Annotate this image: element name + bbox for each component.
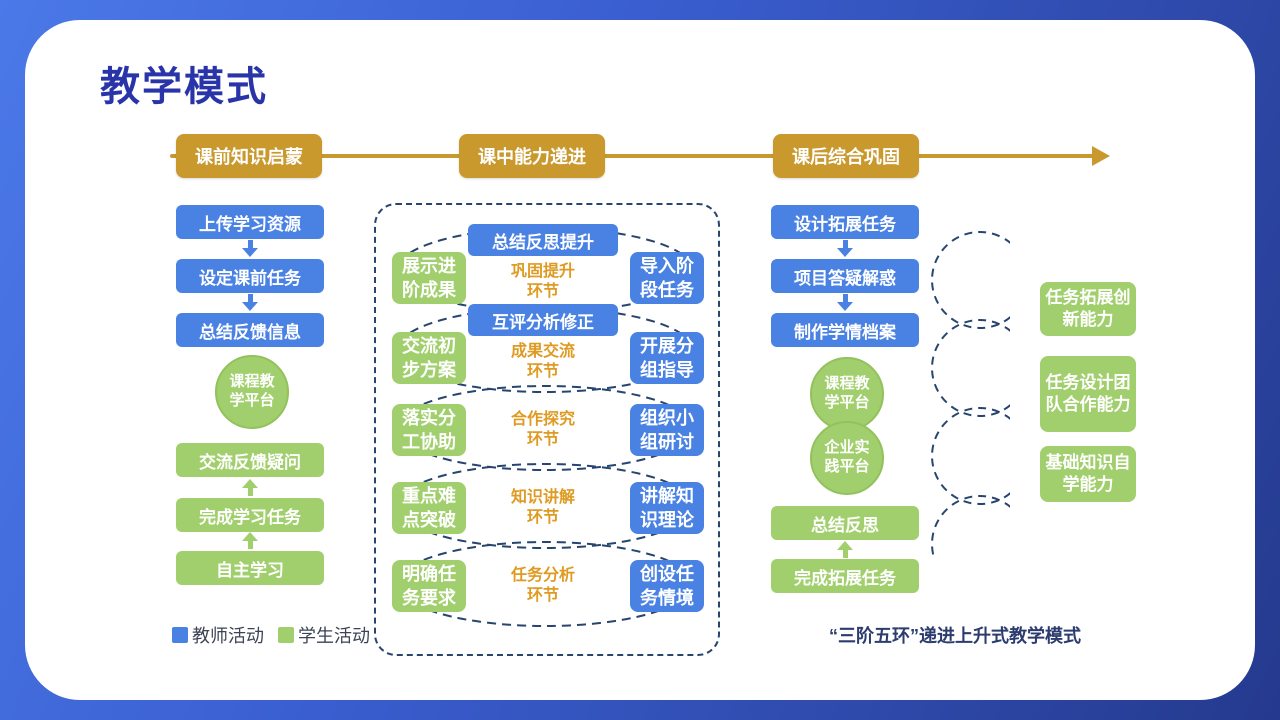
- up-arrow-icon: [837, 541, 853, 558]
- stage-pre-class: 课前知识启蒙: [176, 134, 322, 178]
- legend-label: 教师活动: [192, 626, 264, 646]
- down-arrow-icon: [837, 240, 853, 257]
- student-step: 落实分工协助: [392, 404, 466, 456]
- phase-label: 任务分析环节: [510, 567, 575, 604]
- legend-item: 教师活动: [172, 622, 264, 648]
- phase-label: 巩固提升环节: [510, 263, 575, 300]
- flow-step: 总结反思: [771, 506, 919, 540]
- center-step: 总结反思提升: [468, 224, 618, 256]
- model-caption: “三阶五环”递进上升式教学模式: [829, 626, 1081, 646]
- phase-label: 合作探究环节: [510, 411, 575, 448]
- flow-step: 设定课前任务: [176, 259, 324, 293]
- teacher-step: 组织小组研讨: [630, 404, 704, 456]
- legend: 教师活动 学生活动: [172, 622, 380, 648]
- flow-step: 制作学情档案: [771, 313, 919, 347]
- flow-step: 自主学习: [176, 551, 324, 585]
- teacher-step: 讲解知识理论: [630, 482, 704, 534]
- student-step: 重点难点突破: [392, 482, 466, 534]
- page-title: 教学模式: [100, 65, 268, 109]
- platform-circle: 课程教学平台: [215, 355, 289, 429]
- flow-step: 上传学习资源: [176, 205, 324, 239]
- teacher-step: 创设任务情境: [630, 560, 704, 612]
- platform-label: 课程教学平台: [229, 373, 275, 409]
- down-arrow-icon: [837, 294, 853, 311]
- ability-box: 基础知识自学能力: [1040, 446, 1136, 502]
- timeline-arrowhead-icon: [1092, 146, 1110, 166]
- phase-label: 成果交流环节: [510, 343, 575, 380]
- student-step: 交流初步方案: [392, 332, 466, 384]
- up-arrow-icon: [242, 532, 258, 549]
- stage-in-class: 课中能力递进: [459, 134, 605, 178]
- center-step: 互评分析修正: [468, 304, 618, 336]
- legend-item: 学生活动: [278, 622, 370, 648]
- teacher-step: 导入阶段任务: [630, 252, 704, 304]
- platform-label: 企业实践平台: [824, 439, 870, 475]
- phase-label: 知识讲解环节: [510, 489, 575, 526]
- down-arrow-icon: [242, 294, 258, 311]
- teacher-step: 开展分组指导: [630, 332, 704, 384]
- platform-circle: 课程教学平台: [810, 357, 884, 431]
- platform-circle: 企业实践平台: [810, 421, 884, 495]
- platform-label: 课程教学平台: [824, 375, 870, 411]
- down-arrow-icon: [242, 240, 258, 257]
- flow-step: 交流反馈疑问: [176, 443, 324, 477]
- flow-step: 完成学习任务: [176, 498, 324, 532]
- flow-step: 设计拓展任务: [771, 205, 919, 239]
- in-class-panel: [374, 203, 720, 656]
- teacher-activity-swatch-icon: [172, 627, 188, 643]
- flow-step: 项目答疑解惑: [771, 259, 919, 293]
- student-step: 展示进阶成果: [392, 252, 466, 304]
- student-activity-swatch-icon: [278, 627, 294, 643]
- student-step: 明确任务要求: [392, 560, 466, 612]
- stage-post-class: 课后综合巩固: [773, 134, 919, 178]
- ability-box: 任务设计团队合作能力: [1040, 356, 1136, 432]
- flow-step: 总结反馈信息: [176, 313, 324, 347]
- timeline-line: [170, 154, 1096, 158]
- legend-label: 学生活动: [298, 626, 370, 646]
- ability-box: 任务拓展创新能力: [1040, 282, 1136, 336]
- up-arrow-icon: [242, 479, 258, 496]
- flow-step: 完成拓展任务: [771, 559, 919, 593]
